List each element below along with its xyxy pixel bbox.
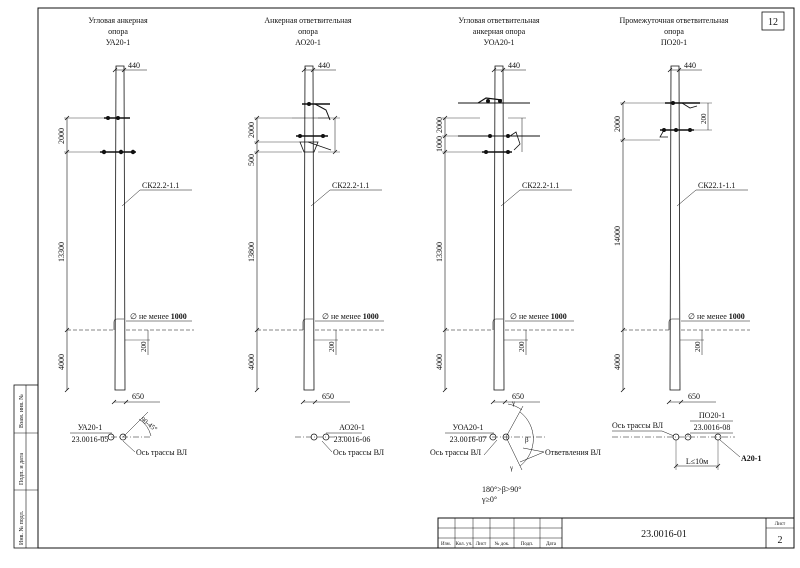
support-3-note: ∅ не менее 1000 [510, 312, 567, 321]
support-2-plan-label-bottom: 23.0016-06 [334, 435, 371, 444]
support-2-dim-above-ground: 13800 [247, 242, 256, 262]
support-ao20-1: Анкерная ответвительная опора АО20-1 440… [247, 16, 385, 457]
tb-designation: 23.0016-01 [641, 529, 687, 540]
support-2-dim-upper-2: 500 [247, 154, 256, 166]
support-2-plan-axis: Ось трассы ВЛ [333, 448, 385, 457]
support-1-plan-label-top: УА20-1 [78, 423, 103, 432]
support-4-dim-upper: 2000 [613, 116, 622, 132]
support-1-plan-axis: Ось трассы ВЛ [136, 448, 188, 457]
support-1-title-line2: опора [108, 27, 128, 36]
support-3-plan-axis: Ось трассы ВЛ [430, 448, 482, 457]
support-3-plan-label-bottom: 23.0016-07 [450, 435, 487, 444]
support-1-dim-below-ground: 4000 [57, 354, 66, 370]
support-4-pole [669, 65, 681, 391]
tb-col-change: Изм. [441, 542, 451, 547]
stamp-replace-inv: Взам. инв. № [19, 394, 25, 428]
support-2-base-dim: 650 [322, 392, 334, 401]
support-3-condition-2: γ≥0° [481, 495, 497, 504]
support-4-pole-label: СК22.1-1.1 [698, 181, 735, 190]
support-3-title-line1: Угловая ответвительная [458, 16, 539, 25]
support-2-title-line3: АО20-1 [295, 38, 321, 47]
support-2-title-line2: опора [298, 27, 318, 36]
support-1-note: ∅ не менее 1000 [130, 312, 187, 321]
support-2-pole-label: СК22.2-1.1 [332, 181, 369, 190]
support-3-dim-upper: 2000 [435, 117, 444, 133]
support-4-note: ∅ не менее 1000 [688, 312, 745, 321]
support-4-title-line3: ПО20-1 [661, 38, 687, 47]
tb-col-sheet: Лист [476, 542, 487, 547]
corner-sheet-number: 12 [768, 17, 778, 28]
support-uoa20-1: Угловая ответвительная анкерная опора УО… [430, 16, 602, 504]
support-3-dim-above-ground: 13300 [435, 242, 444, 262]
support-3-plan-label-top: УОА20-1 [452, 423, 483, 432]
corner-sheet-box: 12 [761, 11, 785, 31]
support-3-depth-dim: 200 [518, 341, 526, 352]
support-4-plan-span: L≤10м [686, 457, 708, 466]
tb-col-sign: Подп. [521, 542, 533, 547]
support-1-plan-angle: 90-45° [139, 415, 159, 433]
support-2-title-line1: Анкерная ответвительная [264, 16, 352, 25]
support-2-top-dim: 440 [318, 61, 330, 70]
support-3-pole-label: СК22.2-1.1 [522, 181, 559, 190]
support-po20-1: Промежуточная ответвительная опора ПО20-… [612, 16, 761, 470]
support-3-pole [493, 65, 505, 391]
support-4-dim-above-ground: 14000 [613, 226, 622, 246]
support-1-pole-label: СК22.2-1.1 [142, 181, 179, 190]
stamp-sign-date: Подп. и дата [19, 453, 25, 485]
support-2-dim-upper: 2000 [247, 122, 256, 138]
support-3-title-line2: анкерная опора [473, 27, 526, 36]
support-1-title-line3: УА20-1 [106, 38, 131, 47]
support-2-dim-below-ground: 4000 [247, 354, 256, 370]
tb-col-date: Дата [546, 542, 557, 547]
support-3-dim-below-ground: 4000 [435, 354, 444, 370]
support-4-title-line2: опора [664, 27, 684, 36]
support-3-beta: β [525, 436, 529, 444]
support-4-plan-axis: Ось трассы ВЛ [612, 421, 664, 430]
left-stamp: Взам. инв. № Подп. и дата Инв. № подл. [13, 384, 39, 549]
support-4-title-line1: Промежуточная ответвительная [620, 16, 729, 25]
support-2-note: ∅ не менее 1000 [322, 312, 379, 321]
support-4-top-dim: 440 [684, 61, 696, 70]
sheet-frame [37, 7, 795, 549]
support-4-dim-upper-2: 200 [700, 113, 708, 124]
support-3-dim-upper-2: 1000 [435, 136, 444, 152]
support-4-plan-label-top: ПО20-1 [699, 411, 725, 420]
support-1-top-dim: 440 [128, 61, 140, 70]
support-1-dim-above-ground: 13300 [57, 242, 66, 262]
support-1-base-dim: 650 [132, 392, 144, 401]
support-3-title-line3: УОА20-1 [483, 38, 514, 47]
support-1-pole [114, 65, 126, 391]
tb-col-doc: № док. [495, 541, 510, 547]
support-4-dim-below-ground: 4000 [613, 354, 622, 370]
support-ua20-1: Угловая анкерная опора УА20-1 440 2000 1… [57, 16, 194, 457]
title-block: Изм. Кол. уч. Лист № док. Подп. Дата 23.… [437, 517, 795, 549]
support-3-top-dim: 440 [508, 61, 520, 70]
support-2-plan-label-top: АО20-1 [339, 423, 365, 432]
support-2-pole [303, 65, 315, 391]
tb-sheet-number: 2 [778, 535, 783, 546]
tb-sheet-label: Лист [775, 522, 786, 527]
support-3-condition-1: 180°>β>90° [482, 485, 522, 494]
support-2-depth-dim: 200 [328, 341, 336, 352]
support-3-base-dim: 650 [512, 392, 524, 401]
support-4-plan-label-bottom: 23.0016-08 [694, 423, 731, 432]
support-1-depth-dim: 200 [140, 341, 148, 352]
support-1-title-line1: Угловая анкерная [88, 16, 148, 25]
support-3-plan-branch: Ответвления ВЛ [545, 448, 602, 457]
support-1-dim-upper: 2000 [57, 128, 66, 144]
tb-col-count: Кол. уч. [456, 542, 473, 547]
support-4-depth-dim: 200 [694, 341, 702, 352]
support-3-gamma-top: γ [511, 399, 515, 407]
support-4-plan-target: А20-1 [741, 454, 761, 463]
support-3-gamma-bottom: γ [509, 464, 513, 472]
support-4-base-dim: 650 [688, 392, 700, 401]
support-1-plan-label-bottom: 23.0016-05 [72, 435, 109, 444]
stamp-inv-original: Инв. № подл. [19, 510, 25, 545]
